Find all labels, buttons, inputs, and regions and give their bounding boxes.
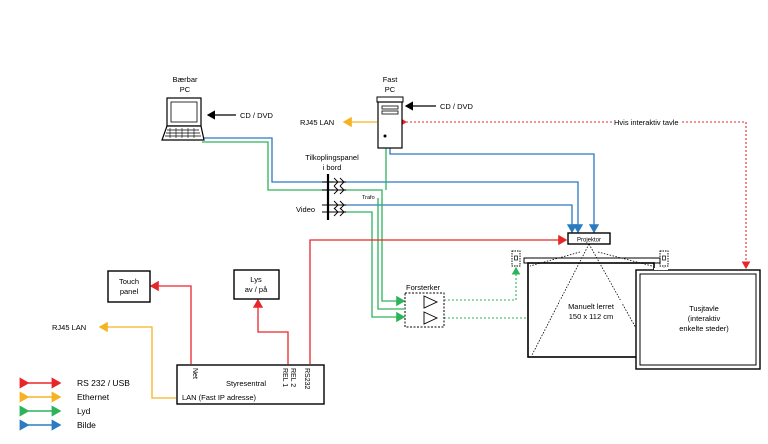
- laptop-label-line1: Bærbar: [172, 75, 198, 84]
- desktop-label-line2: PC: [385, 85, 396, 94]
- trafo-label: Trafo: [362, 195, 375, 201]
- screen-label-line2: 150 x 112 cm: [569, 312, 613, 321]
- speaker-icon-right: [659, 250, 669, 267]
- amplifier-triangle-top: [423, 295, 439, 309]
- audio-wires: [202, 141, 406, 323]
- lights-line2: av / på: [245, 285, 268, 294]
- legend-label: Ethernet: [77, 392, 110, 402]
- interactive-board-label: Hvis interaktiv tavle: [614, 118, 679, 127]
- laptop-icon: [161, 97, 205, 141]
- legend-item: Lyd: [19, 405, 91, 417]
- interactive-board-wire: [399, 117, 751, 270]
- panel-label-line2: i bord: [323, 163, 342, 172]
- desktop-pc-icon: [376, 96, 404, 149]
- rj45-left-label: RJ45 LAN: [52, 323, 86, 332]
- video-wires: [202, 137, 600, 234]
- video-label: Video: [296, 205, 315, 214]
- port-net-label: Net: [191, 368, 198, 379]
- screen-label-line1: Manuelt lerret: [568, 302, 615, 311]
- legend-item: RS 232 / USB: [19, 377, 130, 389]
- lights-line1: Lys: [250, 275, 262, 284]
- cd-dvd-arrows: [206, 101, 436, 120]
- panel-label-line1: Tilkoplingspanel: [305, 153, 359, 162]
- rs232-wires: [149, 234, 568, 364]
- touch-panel-line1: Touch: [119, 277, 139, 286]
- whiteboard: [635, 269, 761, 370]
- lights-box: [233, 269, 280, 300]
- speaker-icon-left: [511, 250, 521, 267]
- touch-panel-line2: panel: [120, 287, 139, 296]
- desktop-label-line1: Fast: [383, 75, 399, 84]
- amplifier-label: Forsterker: [406, 283, 441, 292]
- projector-label: Projektor: [577, 238, 601, 244]
- touch-panel: [107, 270, 151, 303]
- legend-label: RS 232 / USB: [77, 378, 130, 388]
- controller-lan-label: LAN (Fast IP adresse): [182, 393, 257, 402]
- port-rel1-label: REL 1: [281, 368, 288, 387]
- board-label-line2: (interaktiv: [688, 314, 721, 323]
- control-unit: [176, 364, 325, 405]
- port-rel2-label: REL 2: [289, 368, 296, 387]
- board-label-line1: Tusjtavle: [689, 304, 719, 313]
- board-label-line3: enkelte steder): [679, 324, 729, 333]
- rj45-top-label: RJ45 LAN: [300, 118, 334, 127]
- amplifier-triangle-bottom: [423, 311, 439, 325]
- legend-item: Ethernet: [19, 391, 110, 403]
- controller-label: Styresentral: [226, 379, 266, 388]
- desktop-cd-dvd-label: CD / DVD: [440, 102, 474, 111]
- port-rs232-label: RS232: [303, 368, 310, 390]
- legend-item: Bilde: [19, 419, 96, 431]
- legend: RS 232 / USB Ethernet Lyd Bilde: [19, 377, 130, 431]
- laptop-label-line2: PC: [180, 85, 191, 94]
- connection-panel-icon: [322, 174, 346, 220]
- legend-label: Bilde: [77, 420, 96, 430]
- ethernet-wires: [98, 116, 377, 399]
- laptop-cd-dvd-label: CD / DVD: [240, 111, 274, 120]
- legend-label: Lyd: [77, 406, 91, 416]
